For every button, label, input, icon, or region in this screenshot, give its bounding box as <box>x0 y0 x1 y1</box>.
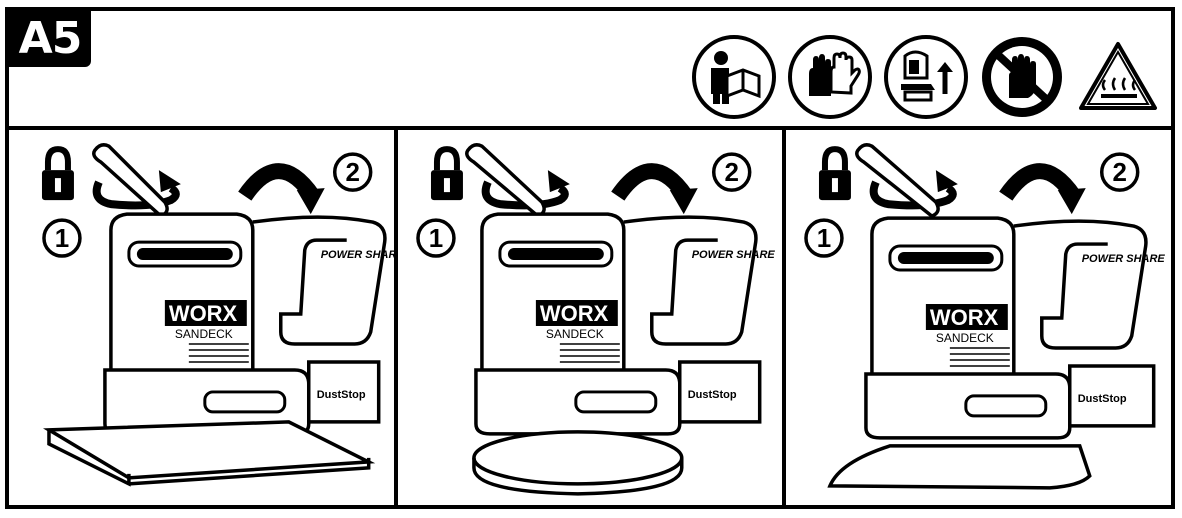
hot-surface-warning-icon <box>1079 42 1157 110</box>
sander-illustration-2: 1 2 POWER SHARE WORX SANDECK DustStop <box>415 143 775 496</box>
read-manual-icon <box>692 35 776 119</box>
step-1-badge <box>42 218 82 258</box>
duststop-label: DustStop <box>687 389 736 401</box>
panel-triangular-pad: 1 2 POWER SHARE WORX SANDECK DustStop <box>786 130 1171 505</box>
duststop-label: DustStop <box>1078 393 1127 405</box>
power-share-logo: POWER SHARE <box>691 249 775 261</box>
brand-label: WORX <box>930 305 999 330</box>
step-2-badge <box>711 152 752 192</box>
brand-label: WORX <box>169 301 238 326</box>
do-not-touch-icon <box>982 37 1062 117</box>
step-1-number: 1 <box>55 223 69 253</box>
safety-icons <box>691 35 1161 119</box>
step-1-number: 1 <box>817 223 831 253</box>
sander-illustration-3: 1 2 POWER SHARE WORX SANDECK DustStop <box>804 143 1166 490</box>
panel-rectangular-pad: 1 2 POWER SHARE WORX SANDECK <box>9 130 398 505</box>
model-label: SANDECK <box>175 327 233 341</box>
step-1-number: 1 <box>428 223 442 253</box>
step-2-number: 2 <box>724 157 738 187</box>
step-1-badge <box>804 218 845 258</box>
steps-row: 1 2 POWER SHARE WORX SANDECK <box>9 130 1171 505</box>
model-label: SANDECK <box>936 331 994 345</box>
step-2-badge <box>1100 152 1140 192</box>
wear-gloves-icon <box>788 35 872 119</box>
panel-round-pad: 1 2 POWER SHARE WORX SANDECK DustStop <box>398 130 787 505</box>
step-2-badge <box>332 152 373 192</box>
model-label: SANDECK <box>546 327 604 341</box>
power-share-logo: POWER SHARE <box>321 249 394 261</box>
figure-label: A5 <box>9 11 91 67</box>
lock-icon <box>430 146 463 201</box>
header-bar: A5 <box>5 7 1175 130</box>
lock-icon <box>41 146 74 201</box>
lock-icon <box>819 146 852 201</box>
remove-battery-icon <box>884 35 968 119</box>
diagram-frame <box>5 7 1175 509</box>
step-1-badge <box>415 218 456 258</box>
step-2-number: 2 <box>1113 157 1127 187</box>
duststop-label: DustStop <box>317 389 366 401</box>
power-share-logo: POWER SHARE <box>1082 253 1166 265</box>
brand-label: WORX <box>540 301 609 326</box>
sander-illustration-1: 1 2 POWER SHARE WORX SANDECK <box>41 143 394 487</box>
step-2-number: 2 <box>345 157 359 187</box>
